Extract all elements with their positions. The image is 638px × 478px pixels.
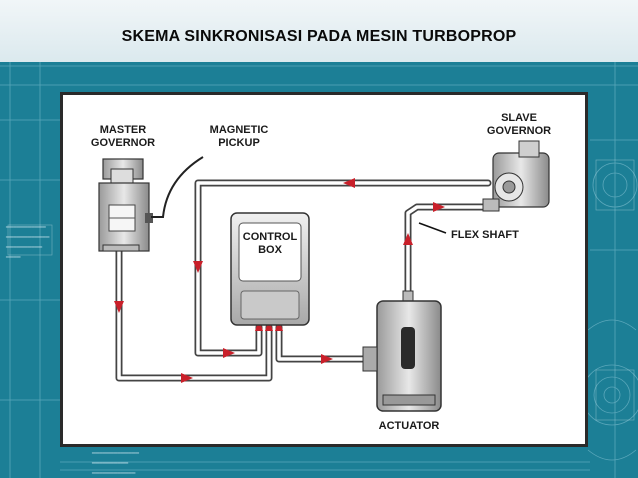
flex-shaft: [404, 203, 492, 299]
arrow-left-icon: [343, 178, 355, 188]
master-governor-label: GOVERNOR: [91, 137, 155, 149]
arrow-right-icon: [223, 348, 235, 358]
slide-title: SKEMA SINKRONISASI PADA MESIN TURBOPROP: [121, 28, 517, 45]
master-governor: [98, 158, 153, 252]
master-governor-label: MASTER: [100, 124, 147, 136]
blueprint-annotation: ━━━━━━━━━━━: [6, 224, 46, 231]
blueprint-annotation: ━━━━━━━━━━━━: [92, 470, 136, 477]
arrow-up-icon: [403, 233, 413, 245]
magnetic-pickup-label: PICKUP: [218, 137, 260, 149]
actuator-label: ACTUATOR: [379, 420, 440, 432]
flex-shaft-pointer: [418, 222, 447, 234]
slave-governor-label: GOVERNOR: [487, 125, 551, 137]
arrow-right-icon: [181, 373, 193, 383]
diagram-panel: MASTER GOVERNOR MAGNETIC PICKUP SLAVE GO…: [60, 92, 588, 447]
control-box: [230, 212, 310, 326]
synchronization-diagram: MASTER GOVERNOR MAGNETIC PICKUP SLAVE GO…: [91, 112, 551, 432]
blueprint-annotation: ━━━━━━━━━━: [6, 244, 43, 251]
actuator: [362, 290, 442, 412]
flex-shaft-label: FLEX SHAFT: [451, 229, 519, 241]
blueprint-annotation: ━━━━: [6, 254, 21, 261]
slave-governor-label: SLAVE: [501, 112, 537, 124]
magnetic-pickup-label: MAGNETIC: [210, 124, 269, 136]
control-box-label: BOX: [258, 244, 283, 256]
arrow-down-icon: [114, 301, 124, 313]
blueprint-annotation: ━━━━━━━━━━━━: [6, 234, 50, 241]
slave-governor: [482, 140, 550, 212]
arrow-right-icon: [433, 202, 445, 212]
arrow-down-icon: [193, 261, 203, 273]
arrow-right-icon: [321, 354, 333, 364]
control-to-actuator-cable: [275, 323, 370, 363]
blueprint-annotation: ━━━━━━━━━━: [92, 460, 129, 467]
title-band: [0, 0, 638, 62]
flow-arrows: [114, 178, 445, 383]
blueprint-annotation: ━━━━━━━━━━━━━: [92, 450, 139, 457]
magnetic-pickup-lead: [151, 156, 204, 218]
control-box-label: CONTROL: [243, 231, 298, 243]
